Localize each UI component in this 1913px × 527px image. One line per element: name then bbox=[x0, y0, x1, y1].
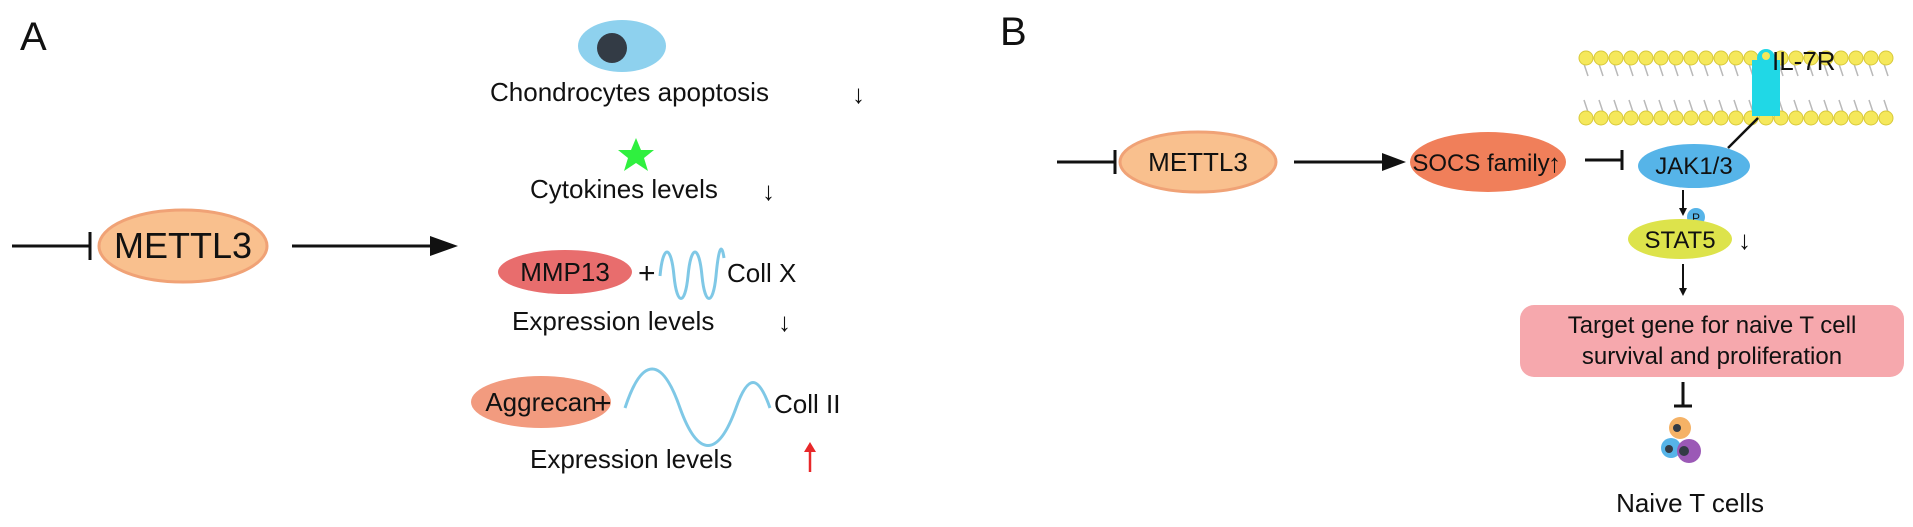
lipid-head-icon bbox=[1698, 110, 1714, 126]
jak-stat5-arrow bbox=[1679, 190, 1687, 216]
lipid-head-icon bbox=[1578, 110, 1594, 126]
expression-up-red-arrow bbox=[804, 442, 816, 472]
socs-family-label: SOCS family bbox=[1412, 150, 1549, 177]
lipid-head-icon bbox=[1578, 50, 1594, 66]
lipid-head-icon bbox=[1593, 110, 1609, 126]
stat5-oval bbox=[1628, 219, 1732, 259]
lipid-head-icon bbox=[1803, 50, 1819, 66]
target-naive-inhibition-line bbox=[1674, 382, 1692, 408]
lipid-bilayer-membrane bbox=[1578, 50, 1894, 126]
plus-sign-1: + bbox=[638, 257, 656, 290]
jak-label: JAK1/3 bbox=[1655, 153, 1732, 180]
lipid-head-icon bbox=[1788, 110, 1804, 126]
lipid-head-icon bbox=[1848, 110, 1864, 126]
coll-ii-label: Coll II bbox=[774, 389, 840, 419]
apoptosis-label: Chondrocytes apoptosis bbox=[490, 77, 769, 107]
lipid-head-icon bbox=[1728, 110, 1744, 126]
lipid-head-icon bbox=[1638, 50, 1654, 66]
mmp13-oval bbox=[498, 250, 632, 294]
naive-t-cells-icon bbox=[1661, 417, 1701, 463]
panel-a-arrow bbox=[292, 236, 458, 256]
lipid-head-icon bbox=[1713, 110, 1729, 126]
coll-x-wave-icon bbox=[658, 247, 726, 300]
lipid-head-icon bbox=[1683, 110, 1699, 126]
socs-jak-inhibition-line bbox=[1585, 150, 1624, 170]
lipid-head-icon bbox=[1863, 50, 1879, 66]
socs-up-arrow: ↑ bbox=[1548, 148, 1561, 178]
lipid-head-icon bbox=[1728, 50, 1744, 66]
expression-down-arrow: ↓ bbox=[778, 307, 791, 337]
lipid-head-icon bbox=[1833, 50, 1849, 66]
panel-a-letter: A bbox=[20, 15, 47, 59]
lipid-head-icon bbox=[1818, 110, 1834, 126]
lipid-head-icon bbox=[1713, 50, 1729, 66]
stat5-target-arrow bbox=[1679, 264, 1687, 296]
chondrocyte-cell-icon bbox=[578, 20, 666, 72]
il7r-label: IL-7R bbox=[1772, 46, 1836, 76]
panel-a-mettl3-oval bbox=[97, 208, 269, 284]
socs-family-oval bbox=[1410, 132, 1566, 192]
lipid-head-icon bbox=[1623, 50, 1639, 66]
lipid-head-icon bbox=[1803, 110, 1819, 126]
lipid-head-icon bbox=[1623, 110, 1639, 126]
coll-ii-wave-icon bbox=[623, 367, 772, 447]
aggrecan-oval bbox=[471, 376, 611, 428]
lipid-head-icon bbox=[1608, 110, 1624, 126]
expression-levels-label-2: Expression levels bbox=[530, 444, 732, 474]
stat5-label: STAT5 bbox=[1644, 227, 1715, 254]
lipid-head-icon bbox=[1878, 110, 1894, 126]
panel-a-inhibition-line bbox=[12, 232, 92, 260]
expression-levels-label-1: Expression levels bbox=[512, 306, 714, 336]
lipid-head-icon bbox=[1788, 50, 1804, 66]
panel-b-inhibition-line bbox=[1057, 150, 1117, 174]
cytokines-down-arrow: ↓ bbox=[762, 176, 775, 206]
lipid-head-icon bbox=[1863, 110, 1879, 126]
phosphate-label: P bbox=[1692, 211, 1700, 225]
lipid-head-icon bbox=[1608, 50, 1624, 66]
panel-b-letter: B bbox=[1000, 10, 1027, 54]
receptor-jak-connector bbox=[1727, 117, 1759, 149]
lipid-head-icon bbox=[1848, 50, 1864, 66]
lipid-head-icon bbox=[1683, 50, 1699, 66]
lipid-head-icon bbox=[1668, 110, 1684, 126]
il7r-receptor-icon bbox=[1752, 49, 1780, 116]
panel-b-arrow-to-socs bbox=[1294, 153, 1406, 171]
naive-t-cells-label: Naive T cells bbox=[1616, 488, 1764, 518]
plus-sign-2: + bbox=[594, 387, 612, 420]
lipid-head-icon bbox=[1653, 110, 1669, 126]
lipid-head-icon bbox=[1593, 50, 1609, 66]
cytokine-star-icon bbox=[618, 138, 654, 171]
lipid-head-icon bbox=[1878, 50, 1894, 66]
lipid-head-icon bbox=[1698, 50, 1714, 66]
target-gene-box bbox=[1520, 305, 1904, 377]
lipid-head-icon bbox=[1833, 110, 1849, 126]
apoptosis-down-arrow: ↓ bbox=[852, 79, 865, 109]
stat5-down-arrow: ↓ bbox=[1738, 225, 1751, 255]
lipid-head-icon bbox=[1638, 110, 1654, 126]
mmp13-label: MMP13 bbox=[520, 257, 610, 287]
coll-x-label: Coll X bbox=[727, 258, 796, 288]
target-gene-line-2: survival and proliferation bbox=[1582, 343, 1842, 370]
jak-oval bbox=[1638, 144, 1750, 188]
panel-b-mettl3-label: METTL3 bbox=[1148, 147, 1248, 177]
panel-a-mettl3-label: METTL3 bbox=[114, 225, 252, 266]
lipid-head-icon bbox=[1818, 50, 1834, 66]
aggrecan-label: Aggrecan bbox=[485, 387, 596, 417]
lipid-head-icon bbox=[1653, 50, 1669, 66]
target-gene-line-1: Target gene for naive T cell bbox=[1568, 312, 1857, 339]
lipid-head-icon bbox=[1668, 50, 1684, 66]
panel-b-mettl3-oval bbox=[1118, 130, 1278, 194]
cytokines-label: Cytokines levels bbox=[530, 174, 718, 204]
